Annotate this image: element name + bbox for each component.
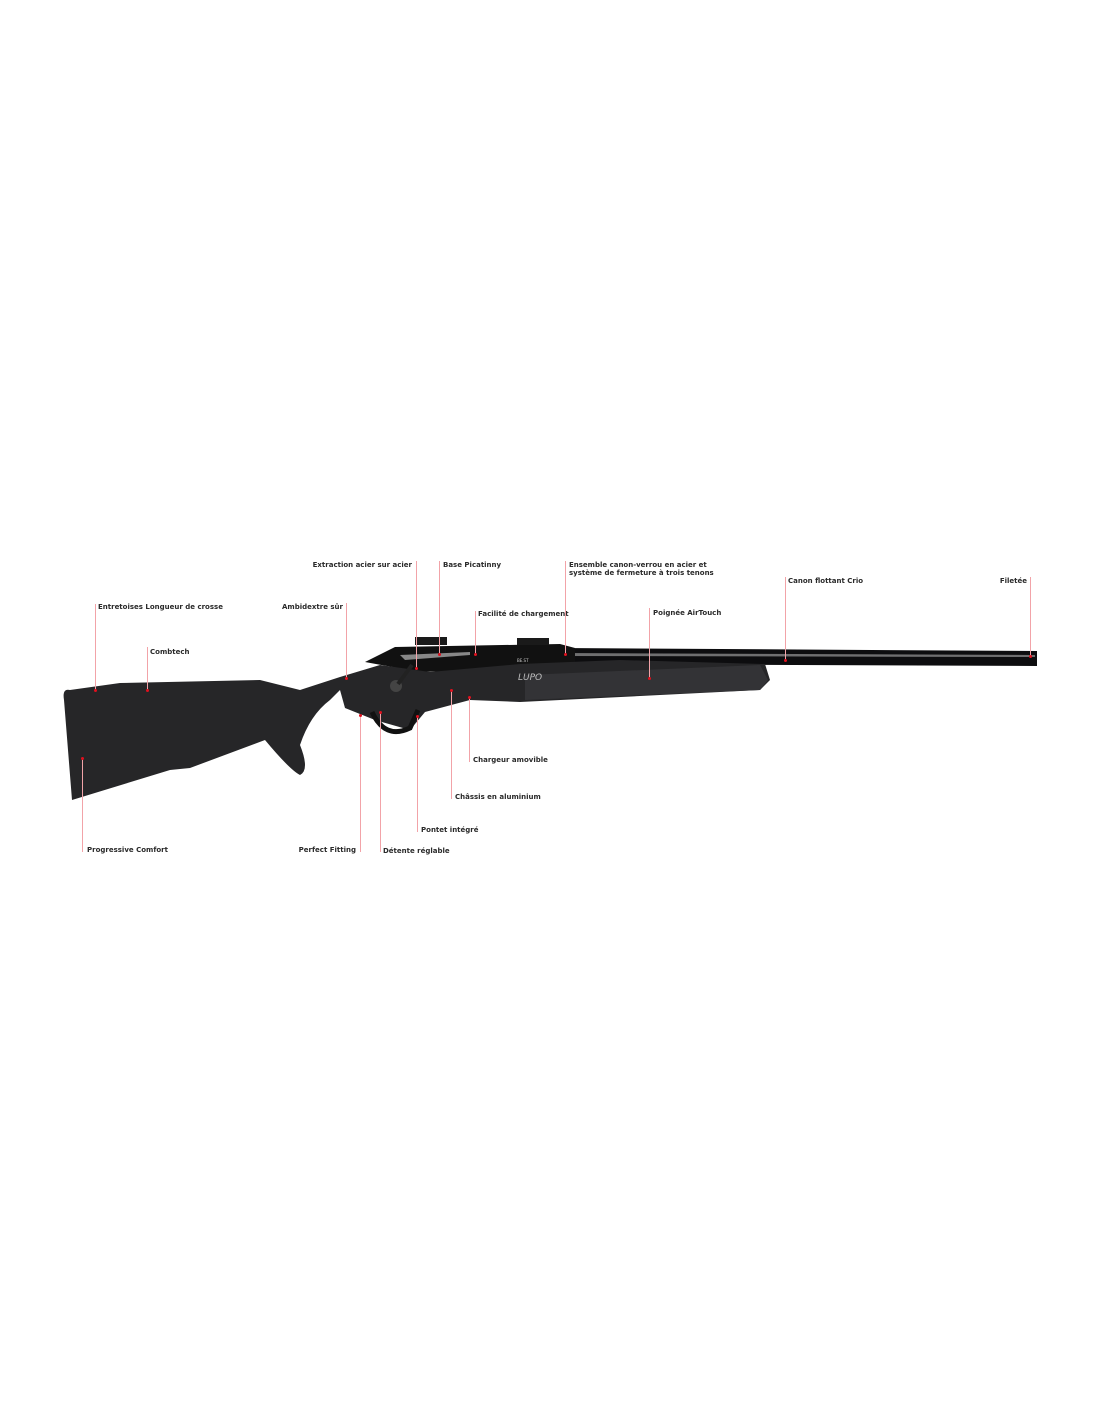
callout-chassis: Châssis en aluminium — [455, 793, 541, 801]
callout-pontet: Pontet intégré — [421, 826, 479, 834]
trigger-guard — [369, 708, 421, 734]
callout-fitting: Perfect Fitting — [298, 846, 356, 854]
callout-filetee: Filetée — [999, 577, 1027, 585]
callout-picatinny: Base Picatinny — [443, 561, 502, 569]
callout-dot — [450, 689, 453, 692]
model-marking: LUPO — [518, 673, 542, 683]
callout-ambidextre: Ambidextre sûr — [282, 603, 343, 611]
callout-chargeur: Chargeur amovible — [473, 756, 548, 764]
callout-dot — [1029, 655, 1032, 658]
callout-combtech: Combtech — [150, 648, 190, 656]
callout-dot — [784, 659, 787, 662]
callout-dot — [415, 667, 418, 670]
callout-dot — [416, 715, 419, 718]
callout-dot — [359, 714, 362, 717]
callout-dot — [345, 677, 348, 680]
callout-dot — [94, 689, 97, 692]
callout-progressive: Progressive Comfort — [87, 846, 168, 854]
callout-dot — [146, 689, 149, 692]
callout-crio: Canon flottant Crio — [788, 577, 864, 585]
callout-ensemble-line1: Ensemble canon-verrou en acier et — [569, 561, 707, 569]
callout-dot — [468, 696, 471, 699]
callout-dot — [438, 653, 441, 656]
callout-dot — [81, 757, 84, 760]
callout-chargement: Facilité de chargement — [478, 610, 569, 618]
picatinny-rail-rear — [415, 637, 447, 645]
callout-entretoises: Entretoises Longueur de crosse — [98, 603, 223, 611]
callout-dot — [564, 653, 567, 656]
callout-dot — [474, 653, 477, 656]
picatinny-rail-front — [517, 638, 549, 645]
brand-marking: BE.ST — [517, 658, 529, 663]
callout-dot — [379, 711, 382, 714]
callout-extraction: Extraction acier sur acier — [312, 561, 412, 569]
callout-detente: Détente réglable — [383, 847, 450, 855]
callout-ensemble-line2: système de fermeture à trois tenons — [569, 569, 714, 577]
callout-airtouch: Poignée AirTouch — [653, 609, 722, 617]
callout-dot — [648, 677, 651, 680]
barrel — [560, 648, 1037, 666]
